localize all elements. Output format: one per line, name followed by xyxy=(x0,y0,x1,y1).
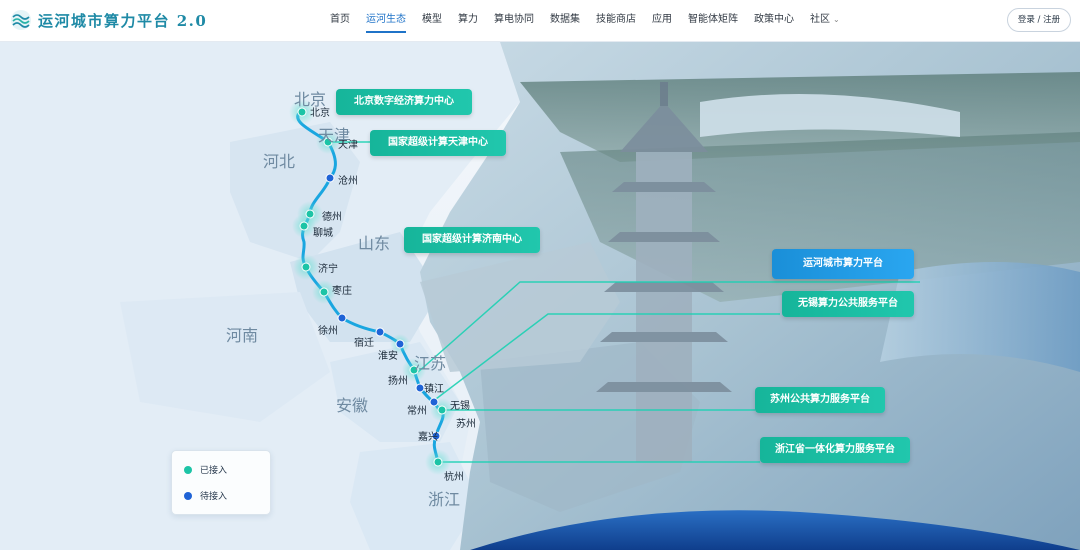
connected-dot-icon xyxy=(184,465,192,474)
legend-item-pending: 待接入 xyxy=(184,489,227,502)
nav-compute-power-synergy[interactable]: 算电协同 xyxy=(494,14,534,25)
callout-canal-city-computing-platform[interactable]: 运河城市算力平台 xyxy=(772,249,914,279)
city-label-beijing: 北京 xyxy=(310,108,330,119)
province-label-jiangsu: 江苏 xyxy=(414,354,447,373)
province-label-zhejiang: 浙江 xyxy=(428,490,461,509)
nav-applications[interactable]: 应用 xyxy=(652,14,672,25)
nav-models[interactable]: 模型 xyxy=(422,14,442,25)
nav-community[interactable]: 社区⌄ xyxy=(810,14,840,25)
city-label-zaozhuang: 枣庄 xyxy=(332,286,352,297)
pending-dot-icon xyxy=(184,491,192,500)
city-label-changzhou: 常州 xyxy=(407,406,427,417)
top-header: 运河城市算力平台 2.0 首页 运河生态 模型 算力 算电协同 数据集 技能商店… xyxy=(0,0,1080,42)
callout-tianjin-supercomputing-center[interactable]: 国家超级计算天津中心 xyxy=(370,130,506,156)
city-label-yangzhou: 扬州 xyxy=(388,376,408,387)
logo[interactable]: 运河城市算力平台 2.0 xyxy=(10,9,207,31)
login-register-button[interactable]: 登录 / 注册 xyxy=(1007,8,1071,32)
chevron-down-icon: ⌄ xyxy=(833,15,840,24)
legend-label-connected: 已接入 xyxy=(200,466,228,476)
nav-agent-matrix[interactable]: 智能体矩阵 xyxy=(688,14,738,25)
province-label-anhui: 安徽 xyxy=(336,396,369,415)
city-label-hangzhou: 杭州 xyxy=(444,472,464,483)
city-label-huaian: 淮安 xyxy=(378,351,398,362)
city-label-jining: 济宁 xyxy=(318,264,338,275)
city-label-dezhou: 德州 xyxy=(322,212,342,223)
callout-zhejiang-computing-platform[interactable]: 浙江省一体化算力服务平台 xyxy=(760,437,910,463)
province-label-shandong: 山东 xyxy=(358,234,391,253)
callout-jinan-supercomputing-center[interactable]: 国家超级计算济南中心 xyxy=(404,227,540,253)
province-label-beijing: 北京 xyxy=(294,90,327,109)
nav-home[interactable]: 首页 xyxy=(330,14,350,25)
city-label-suzhou: 苏州 xyxy=(456,419,476,430)
canal-map-stage: 北京 天津 河北 山东 河南 江苏 安徽 浙江 北京 天津 沧州 德州 聊城 济… xyxy=(0,42,1080,550)
province-label-henan: 河南 xyxy=(226,326,259,345)
map-legend: 已接入 待接入 xyxy=(171,450,271,515)
city-label-wuxi: 无锡 xyxy=(450,401,470,412)
city-label-tianjin: 天津 xyxy=(338,140,358,151)
nav-policy-center[interactable]: 政策中心 xyxy=(754,14,794,25)
nav-canal-ecosystem[interactable]: 运河生态 xyxy=(358,0,414,42)
legend-item-connected: 已接入 xyxy=(184,463,227,476)
nav-datasets[interactable]: 数据集 xyxy=(550,14,580,25)
callout-wuxi-public-computing-platform[interactable]: 无锡算力公共服务平台 xyxy=(782,291,914,317)
main-nav: 首页 运河生态 模型 算力 算电协同 数据集 技能商店 应用 智能体矩阵 政策中… xyxy=(322,0,848,42)
callout-beijing-digital-economy-center[interactable]: 北京数字经济算力中心 xyxy=(336,89,472,115)
province-label-tianjin: 天津 xyxy=(318,126,351,145)
legend-label-pending: 待接入 xyxy=(200,492,228,502)
logo-wave-icon xyxy=(11,10,31,30)
nav-skill-store[interactable]: 技能商店 xyxy=(596,14,636,25)
city-label-xuzhou: 徐州 xyxy=(318,326,338,337)
city-label-liaocheng: 聊城 xyxy=(313,228,333,239)
city-label-zhenjiang: 镇江 xyxy=(424,384,444,395)
nav-computing[interactable]: 算力 xyxy=(458,14,478,25)
province-label-hebei: 河北 xyxy=(263,152,296,171)
city-label-suqian: 宿迁 xyxy=(354,338,374,349)
city-label-cangzhou: 沧州 xyxy=(338,176,358,187)
callout-suzhou-public-computing-platform[interactable]: 苏州公共算力服务平台 xyxy=(755,387,885,413)
map-background xyxy=(0,42,1080,550)
logo-text: 运河城市算力平台 2.0 xyxy=(38,11,208,30)
city-label-jiaxing: 嘉兴 xyxy=(418,432,438,443)
